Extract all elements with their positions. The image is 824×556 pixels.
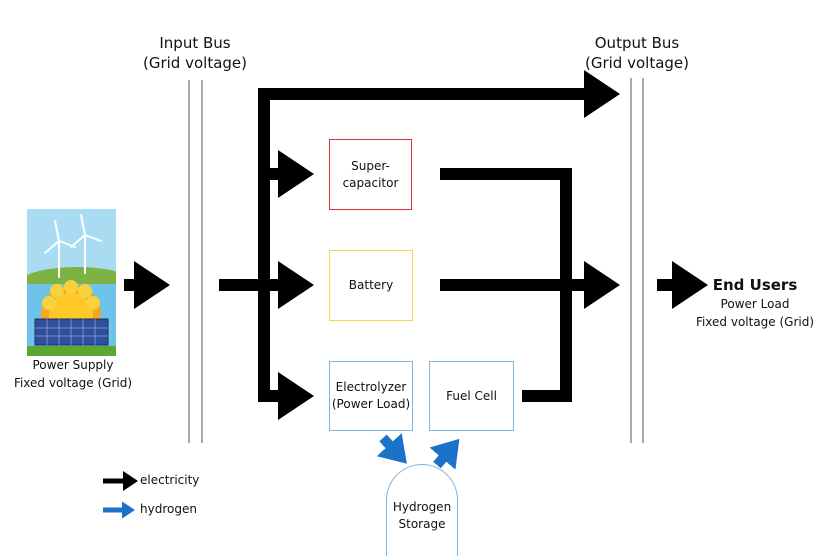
battery-label: Battery: [348, 278, 394, 292]
supercapacitor-output-line: [440, 168, 572, 285]
end-users-load: Power Load: [720, 297, 790, 311]
power-supply-caption: Power Supply Fixed voltage (Grid): [0, 356, 146, 392]
battery-box: Battery: [329, 250, 413, 321]
hydrogen-storage-sublabel: Storage: [398, 517, 446, 531]
input-bus-title: Input Bus: [159, 34, 231, 52]
legend-hydrogen-label: hydrogen: [140, 502, 197, 516]
hydrogen-storage-tank: Hydrogen Storage: [386, 464, 458, 556]
end-users-voltage: Fixed voltage (Grid): [695, 315, 815, 329]
output-bus-bar: [630, 78, 644, 443]
legend-electricity-label: electricity: [140, 473, 200, 487]
fuel-cell-label: Fuel Cell: [446, 388, 497, 403]
hydrogen-storage-label: Hydrogen: [392, 500, 452, 514]
output-bus-voltage: (Grid voltage): [585, 54, 689, 72]
end-users-caption: End Users Power Load Fixed voltage (Grid…: [686, 275, 824, 331]
solar-panel-icon: [27, 280, 116, 356]
fuel-cell-output-line: [522, 285, 572, 402]
storage-to-fuel-cell-arrow: [429, 438, 460, 470]
input-bus-label: Input Bus (Grid voltage): [115, 33, 275, 73]
input-bus-bar: [188, 80, 203, 443]
fuel-cell-box: Fuel Cell: [429, 361, 514, 431]
end-users-title: End Users: [712, 276, 798, 294]
output-bus-title: Output Bus: [594, 34, 680, 52]
input-bus-voltage: (Grid voltage): [143, 54, 247, 72]
electrolyzer-box: Electrolyzer (Power Load): [329, 361, 413, 431]
power-supply-illustration: [27, 209, 116, 356]
electrolyzer-sublabel: (Power Load): [331, 397, 411, 411]
supercapacitor-box: Super- capacitor: [329, 139, 412, 210]
electrolyzer-label: Electrolyzer: [335, 380, 407, 394]
power-supply-label: Power Supply: [32, 358, 114, 372]
electrolyzer-to-storage-arrow: [376, 433, 407, 464]
supercapacitor-label-line2: capacitor: [342, 175, 399, 190]
output-bus-label: Output Bus (Grid voltage): [557, 33, 717, 73]
supercapacitor-label-line1: Super-: [351, 158, 390, 173]
power-supply-voltage: Fixed voltage (Grid): [13, 376, 133, 390]
